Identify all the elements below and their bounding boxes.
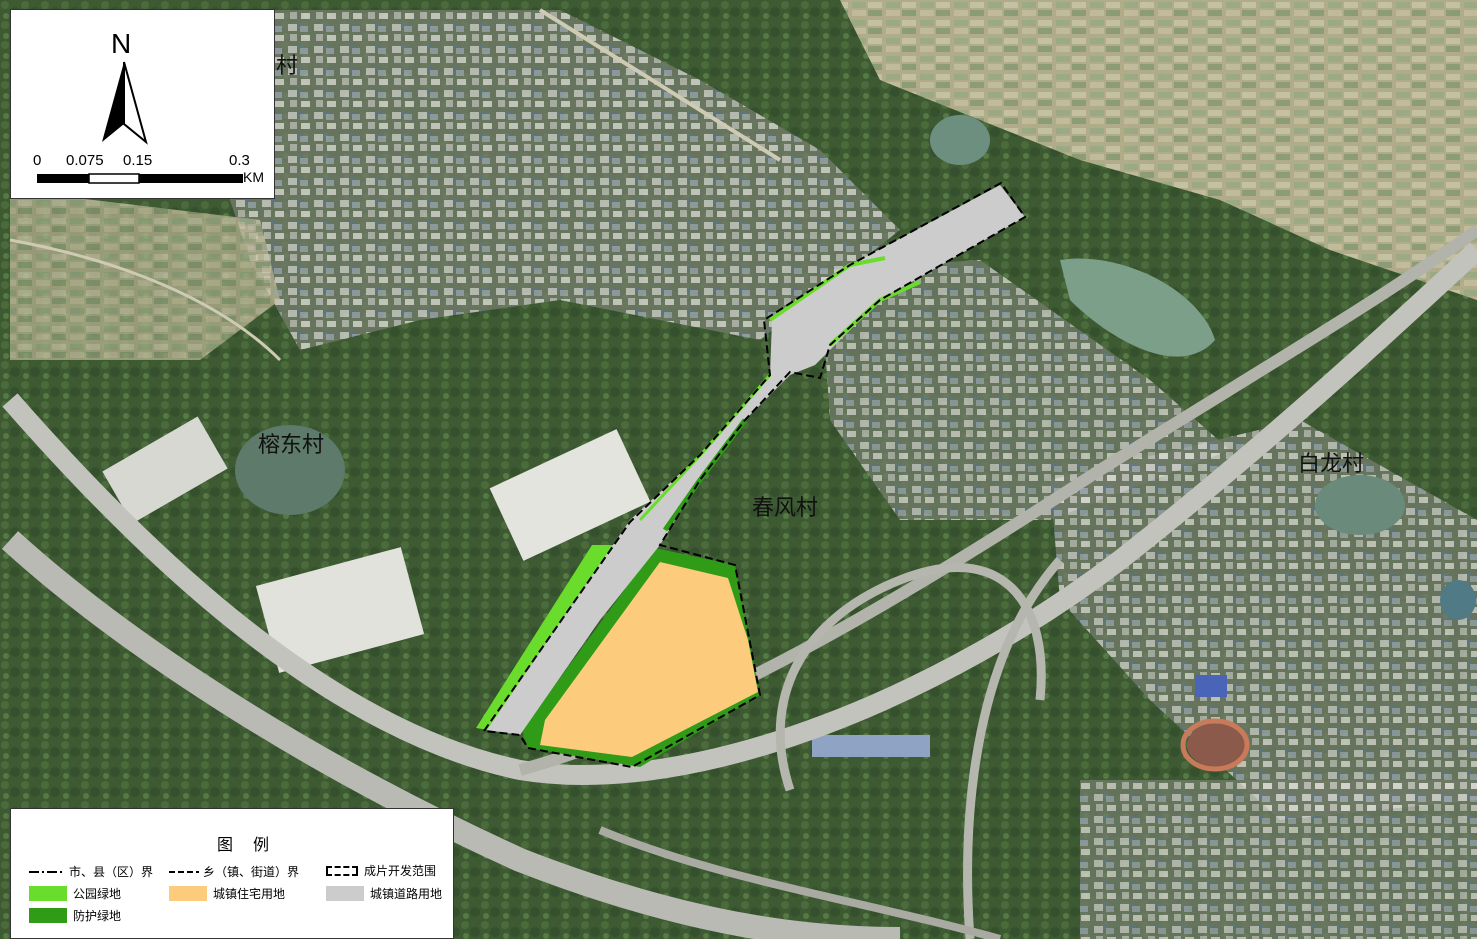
park-green-swatch: [29, 886, 67, 901]
legend-label-protective: 防护绿地: [73, 909, 122, 923]
village-label-rongdong: 榕东村: [258, 433, 325, 458]
legend-item-protective-green: 防护绿地: [29, 907, 121, 924]
scale-tick-0: 0: [33, 152, 42, 169]
protective-green-swatch: [29, 908, 67, 923]
legend-label-residential: 城镇住宅用地: [213, 887, 286, 901]
town-boundary-line-icon: [169, 870, 199, 873]
residential-swatch: [169, 886, 207, 901]
village-label-chunfeng: 春风村: [752, 496, 819, 521]
legend-item-county-boundary: 市、县（区）界: [29, 863, 153, 880]
village-label-partial: 村: [276, 54, 299, 79]
legend-label-dev: 成片开发范围: [364, 864, 437, 878]
dev-range-box-icon: [326, 865, 358, 876]
legend-item-dev-range: 成片开发范围: [326, 862, 436, 879]
scale-tick-1: 0.075: [66, 152, 104, 169]
legend-item-park-green: 公园绿地: [29, 885, 121, 902]
county-boundary-line-icon: [29, 870, 65, 873]
legend-title: 图例: [217, 835, 290, 854]
scale-bar: [37, 173, 243, 184]
village-label-bailong: 白龙村: [1298, 452, 1365, 477]
north-arrow-panel: N 0 0.075 0.15 0.3 KM: [10, 9, 275, 199]
legend-label-town: 乡（镇、街道）界: [203, 865, 300, 879]
scale-tick-2: 0.15: [123, 152, 153, 169]
legend-item-road: 城镇道路用地: [326, 885, 442, 902]
legend-item-residential: 城镇住宅用地: [169, 885, 285, 902]
legend-item-town-boundary: 乡（镇、街道）界: [169, 863, 299, 880]
scale-unit: KM: [243, 169, 264, 185]
legend-panel: 图例 市、县（区）界 乡（镇、街道）界 成片开发范围 公园绿地 城镇住宅用地: [10, 808, 454, 939]
legend-label-county: 市、县（区）界: [69, 865, 154, 879]
north-label: N: [111, 28, 132, 59]
north-arrow-icon: [102, 61, 148, 145]
scale-tick-3: 0.3: [229, 152, 250, 169]
legend-label-road: 城镇道路用地: [370, 887, 443, 901]
legend-label-park: 公园绿地: [73, 887, 122, 901]
road-swatch: [326, 886, 364, 901]
